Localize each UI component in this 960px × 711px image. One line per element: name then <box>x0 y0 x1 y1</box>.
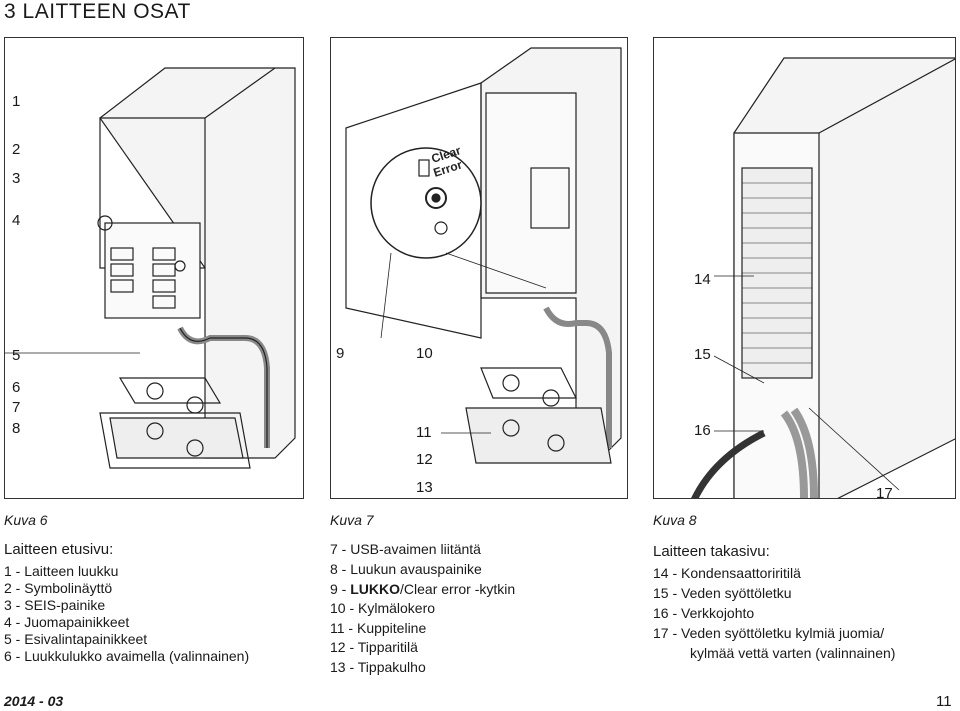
figure-8-frame <box>653 37 956 499</box>
callout-7: 7 <box>12 399 21 416</box>
callout-5: 5 <box>12 347 21 364</box>
figure-6-caption: Kuva 6 <box>4 512 48 528</box>
legend-item-1: 1 - Laitteen luukku <box>4 563 119 579</box>
legend-item-7: 7 - USB-avaimen liitäntä <box>330 541 481 557</box>
callout-12: 12 <box>416 451 433 468</box>
figure-7-caption: Kuva 7 <box>330 512 374 528</box>
legend-item-11: 11 - Kuppiteline <box>330 620 427 636</box>
legend-item-5: 5 - Esivalintapainikkeet <box>4 631 148 647</box>
legend-item-17: 17 - Veden syöttöletku kylmiä juomia/ <box>653 625 885 641</box>
open-door-illustration: Clear Error <box>345 47 622 464</box>
legend-item-9-rest: /Clear error -kytkin <box>400 581 516 597</box>
legend-item-9: 9 - LUKKO/Clear error -kytkin <box>330 581 515 597</box>
callout-4: 4 <box>12 212 21 229</box>
legend-item-10: 10 - Kylmälokero <box>330 600 436 616</box>
callout-16: 16 <box>694 422 711 439</box>
legend-item-15: 15 - Veden syöttöletku <box>653 585 792 601</box>
figure-6-frame <box>4 37 304 499</box>
callout-3: 3 <box>12 170 21 187</box>
legend-item-16: 16 - Verkkojohto <box>653 605 755 621</box>
rear-view-illustration <box>691 57 955 498</box>
legend-item-9-bold: LUKKO <box>350 581 401 597</box>
callout-17: 17 <box>876 485 893 502</box>
legend-item-14: 14 - Kondensaattoriritilä <box>653 565 801 581</box>
section-heading: 3 LAITTEEN OSAT <box>4 0 191 23</box>
figure-8-caption: Kuva 8 <box>653 512 697 528</box>
legend-item-8: 8 - Luukun avauspainike <box>330 561 482 577</box>
legend-item-2: 2 - Symbolinäyttö <box>4 580 113 596</box>
callout-6: 6 <box>12 379 21 396</box>
callout-15: 15 <box>694 346 711 363</box>
legend-item-3: 3 - SEIS-painike <box>4 597 106 613</box>
legend-item-13: 13 - Tippakulho <box>330 659 426 675</box>
legend-item-12: 12 - Tipparitilä <box>330 639 418 655</box>
callout-10: 10 <box>416 345 433 362</box>
callout-2: 2 <box>12 141 21 158</box>
legend-item-9-prefix: 9 - <box>330 581 351 597</box>
front-side-title: Laitteen etusivu: <box>4 541 114 558</box>
rear-side-title: Laitteen takasivu: <box>653 543 770 560</box>
legend-item-17-continued: kylmää vettä varten (valinnainen) <box>690 645 896 661</box>
front-view-illustration <box>5 67 296 469</box>
figure-7-frame: Clear Error <box>330 37 628 499</box>
callout-14: 14 <box>694 271 711 288</box>
callout-13: 13 <box>416 479 433 496</box>
callout-11: 11 <box>416 424 432 441</box>
legend-item-6: 6 - Luukkulukko avaimella (valinnainen) <box>4 648 250 664</box>
page-number: 11 <box>936 693 952 710</box>
callout-1: 1 <box>12 93 21 110</box>
callout-9: 9 <box>336 345 345 362</box>
footer-date: 2014 - 03 <box>4 693 64 709</box>
legend-item-4: 4 - Juomapainikkeet <box>4 614 130 630</box>
callout-8: 8 <box>12 420 21 437</box>
